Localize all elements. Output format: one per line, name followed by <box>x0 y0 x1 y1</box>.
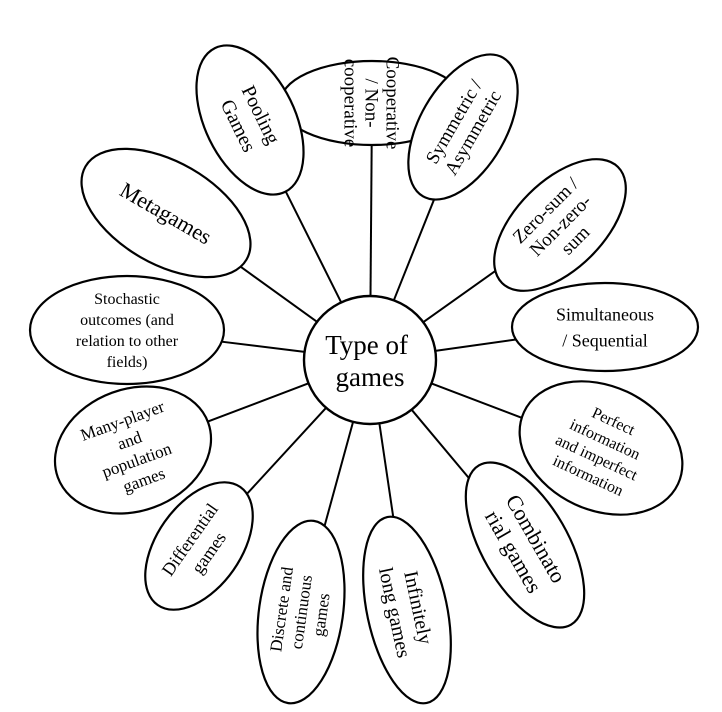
connector-infinitely-long <box>378 423 395 518</box>
center-node: Type of games <box>302 294 438 426</box>
petal-label-cooperative: Cooperative/ Non-cooperative <box>339 57 402 150</box>
petal-simultaneous: Simultaneous / Sequential <box>510 281 700 373</box>
petal-discrete-continuous: Discrete andcontinuousgames <box>256 519 346 705</box>
petal-label-line: cooperative <box>339 59 360 148</box>
petal-ellipse-many-player <box>53 385 213 515</box>
petal-ellipse-perfect-information <box>518 380 684 516</box>
petal-ellipse-pooling <box>195 44 305 196</box>
connector-simultaneous <box>435 338 516 352</box>
connector-cooperative <box>369 144 373 297</box>
connector-lines <box>207 144 523 527</box>
petal-infinitely-long: Infinitelylong games <box>362 515 452 705</box>
connector-symmetric <box>392 199 435 301</box>
petal-label-line: Cooperative <box>381 57 402 150</box>
petal-label-line: / Non- <box>360 78 381 127</box>
petal-label-line: fields) <box>107 354 148 371</box>
petal-ellipse-symmetric <box>407 53 519 201</box>
petal-label-line: Simultaneous <box>556 304 654 324</box>
petal-ellipse-combinatorial <box>464 461 586 629</box>
petal-label-stochastic: Stochastic outcomes (and relation to other… <box>76 291 179 371</box>
connector-metagames <box>239 265 318 323</box>
connector-pooling <box>284 191 343 303</box>
petal-ellipse-zero-sum <box>493 158 627 292</box>
connector-zero-sum <box>422 270 496 323</box>
center-label: Type of games <box>325 330 415 392</box>
connector-stochastic <box>221 340 305 353</box>
petal-perfect-information: Perfectinformationand imperfectinformati… <box>518 380 684 516</box>
petal-label-line: relation to other <box>76 333 179 350</box>
petal-differential: Differentialgames <box>144 481 254 611</box>
center-label-line-2: games <box>336 362 405 392</box>
center-label-line-1: Type of <box>325 330 408 360</box>
connector-differential <box>246 407 327 495</box>
petal-metagames: Metagames <box>80 147 252 279</box>
petal-label-line: Stochastic <box>94 291 160 308</box>
petal-ellipse-infinitely-long <box>362 515 452 705</box>
petal-label-line: / Sequential <box>562 330 647 350</box>
petal-ellipse-stochastic <box>28 274 226 386</box>
petal-stochastic: Stochastic outcomes (and relation to other… <box>28 274 226 386</box>
petal-ellipse-simultaneous <box>510 281 700 373</box>
petal-pooling: PoolingGames <box>195 44 305 196</box>
petal-label-simultaneous: Simultaneous / Sequential <box>556 304 654 350</box>
connector-perfect-information <box>431 382 523 419</box>
petal-many-player: Many-playerandpopulationgames <box>53 385 213 515</box>
petal-ellipse-discrete-continuous <box>256 519 346 705</box>
center-ellipse <box>302 294 438 426</box>
petal-label-line: outcomes (and <box>80 312 174 329</box>
connector-discrete-continuous <box>323 421 355 527</box>
connector-combinatorial <box>410 409 470 479</box>
petal-ellipse-differential <box>144 481 254 611</box>
petal-symmetric: Symmetric /Asymmetric <box>407 53 519 201</box>
petal-ellipse-metagames <box>80 147 252 279</box>
connector-many-player <box>207 382 309 423</box>
